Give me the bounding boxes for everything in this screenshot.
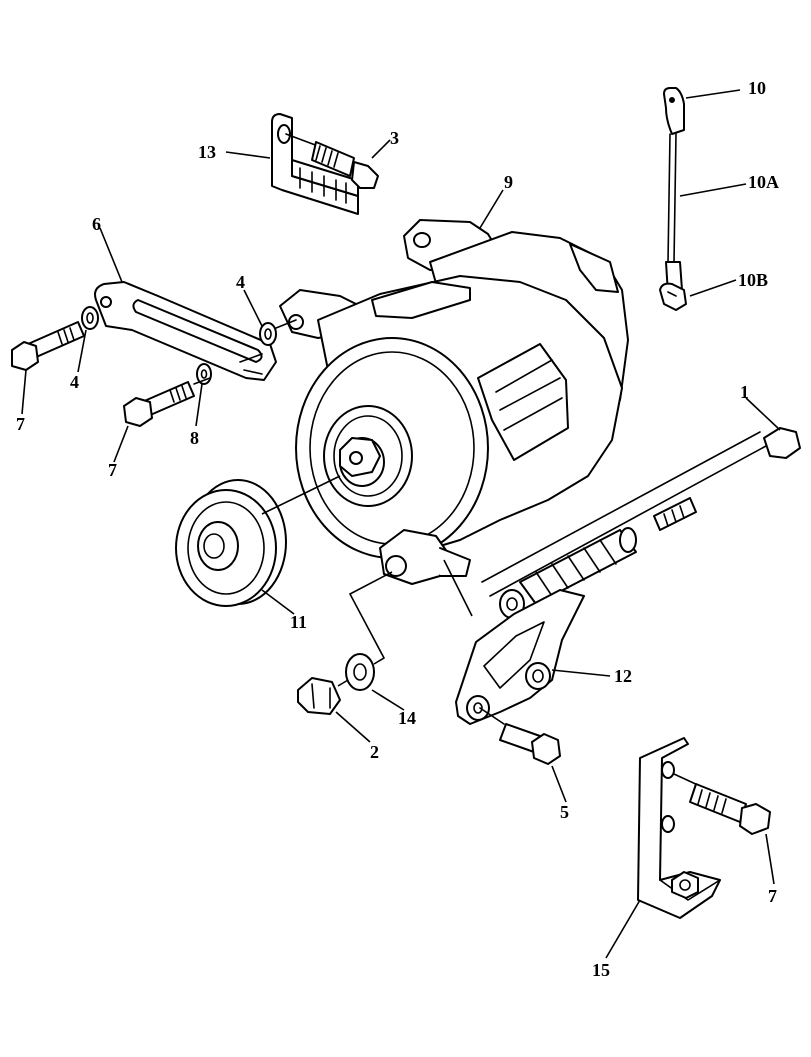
callout-13: 13 [198,142,216,162]
part-6-strap [94,281,277,381]
part-7-bolt-upper [11,321,85,371]
part-3-bolt [285,133,379,189]
part-11-pulley [175,475,341,607]
callout-12: 12 [614,666,632,686]
part-13-bracket [271,113,359,215]
callout-8: 8 [190,428,199,448]
callout-4-right: 4 [236,272,245,292]
part-12-mount-bracket [443,559,585,725]
callout-10: 10 [748,78,766,98]
callout-7-lower: 7 [108,460,117,480]
part-4-washer-right [259,319,297,346]
callout-15: 15 [592,960,610,980]
part-2-nut [297,571,393,715]
callout-3: 3 [390,128,399,148]
callout-4-left: 4 [70,372,79,392]
callout-2: 2 [370,742,379,762]
callout-labels: 10 10A 10B 9 13 3 6 4 4 7 8 7 1 11 12 14… [16,78,779,980]
part-15-angle-bracket [637,737,721,919]
callout-10a: 10A [748,172,779,192]
callout-10b: 10B [738,270,768,290]
part-14-washer [345,653,375,691]
leader-lines [21,89,781,959]
callout-11: 11 [290,612,307,632]
part-9-alternator [279,219,629,585]
part-10-link-rod [659,87,687,311]
part-7-bolt-lower [123,353,263,427]
part-5-bolt [479,707,561,765]
callout-1: 1 [740,382,749,402]
part-7-bolt-bracket [673,773,771,835]
callout-7-upper: 7 [16,414,25,434]
part-4-washer-left [81,306,99,330]
callout-5: 5 [560,802,569,822]
callout-6: 6 [92,214,101,234]
callout-9: 9 [504,172,513,192]
callout-7-bracket: 7 [768,886,777,906]
callout-14: 14 [398,708,416,728]
